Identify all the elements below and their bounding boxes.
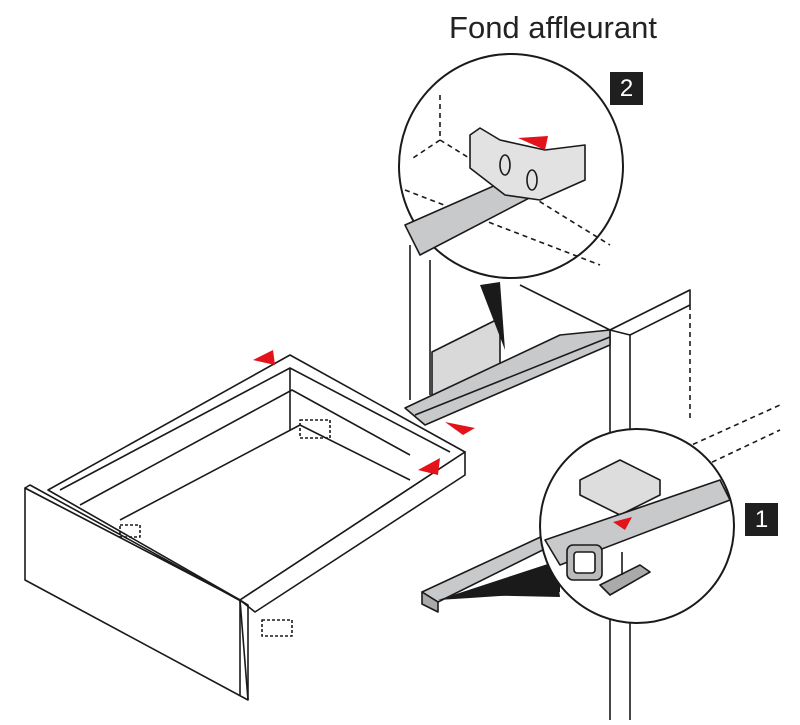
arrow-icon [518,136,548,150]
arrow-icon [253,350,275,365]
diagram-title: Fond affleurant [449,10,657,45]
step-1-badge: 1 [745,503,778,536]
arrow-icon [418,458,440,475]
step-2-badge: 2 [610,72,643,105]
red-arrows [253,136,632,530]
arrow-icon [613,517,632,530]
drawer [24,354,466,701]
detail-circle-1 [470,428,735,624]
arrow-icon [445,422,475,435]
upper-rail [404,317,611,426]
detail-circle-2 [398,53,624,350]
